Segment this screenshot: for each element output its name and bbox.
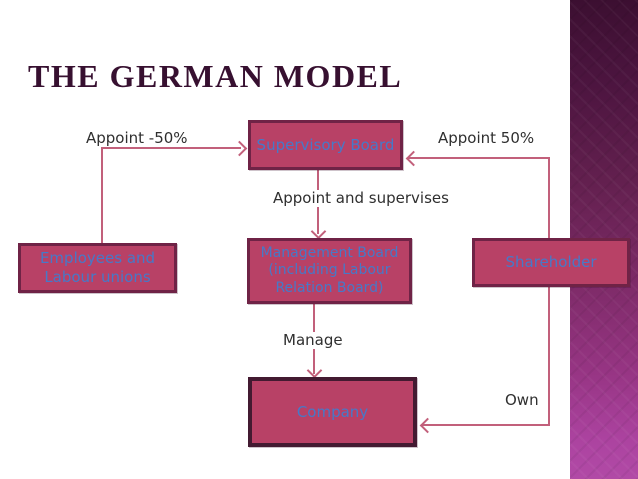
node-shareholder-label: Shareholder <box>505 253 597 272</box>
node-management-board-label: Management Board (including Labour Relat… <box>260 244 399 296</box>
arrowhead-down-icon <box>310 223 327 240</box>
arrowhead-right-icon <box>231 140 248 157</box>
node-supervisory-board: Supervisory Board <box>248 120 403 170</box>
connector-shareholder-down-line <box>548 287 550 426</box>
connector-employees-supervisory-line <box>101 147 241 149</box>
node-shareholder: Shareholder <box>472 238 630 287</box>
node-employees-labour-unions: Employees and Labour unions <box>18 243 177 293</box>
node-company-label: Company <box>296 402 369 421</box>
slide-title: THE GERMAN MODEL <box>28 58 403 94</box>
arrowhead-left-icon <box>405 150 422 167</box>
arrowhead-down-icon <box>306 362 323 379</box>
connector-employees-up-line <box>101 148 103 244</box>
connector-shareholder-up-line <box>548 157 550 239</box>
edge-label-appoint-and-supervises: Appoint and supervises <box>271 189 451 207</box>
edge-label-manage: Manage <box>281 331 345 349</box>
edge-label-appoint-50: Appoint 50% <box>436 129 537 147</box>
edge-label-own: Own <box>503 391 541 409</box>
edge-label-appoint-minus-50: Appoint -50% <box>84 129 190 147</box>
node-company: Company <box>248 377 417 447</box>
node-supervisory-board-label: Supervisory Board <box>256 135 395 154</box>
connector-shareholder-supervisory-line <box>408 157 550 159</box>
arrowhead-left-icon <box>419 417 436 434</box>
node-management-board: Management Board (including Labour Relat… <box>247 238 412 304</box>
node-employees-labour-unions-label: Employees and Labour unions <box>39 249 156 286</box>
connector-shareholder-company-line <box>421 424 550 426</box>
